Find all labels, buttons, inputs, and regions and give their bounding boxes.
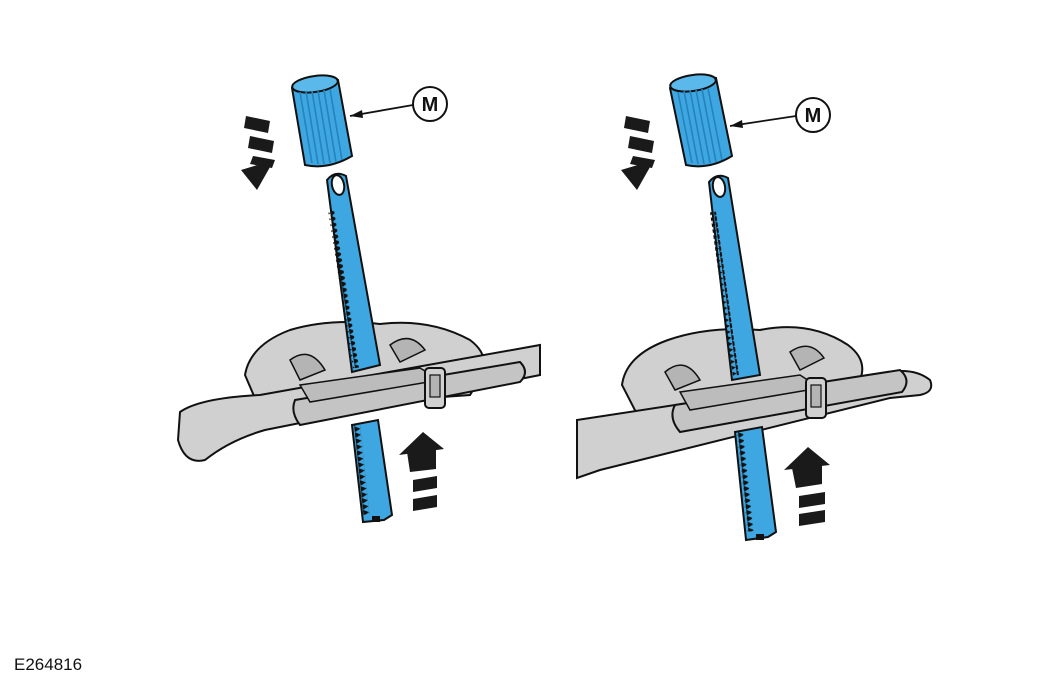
up-arrow [399,432,444,511]
down-arrow [241,116,275,190]
rail-bar [176,343,541,462]
tie-strap-lower [350,418,394,524]
fitting-cylinder [668,73,734,168]
rail-bar [576,368,933,480]
tie-strap [325,172,382,374]
callout-label: M [805,105,822,127]
up-arrow [784,447,830,526]
tie-strap [707,174,762,382]
reference-id: E264816 [14,655,83,674]
fitting-cylinder [290,74,354,168]
right-panel: M [576,73,933,542]
callout-m: M [729,97,831,133]
left-panel: M [176,74,541,524]
tie-strap-lower [733,425,778,542]
down-arrow [621,116,655,190]
callout-m: M [349,86,448,122]
callout-label: M [422,94,439,116]
